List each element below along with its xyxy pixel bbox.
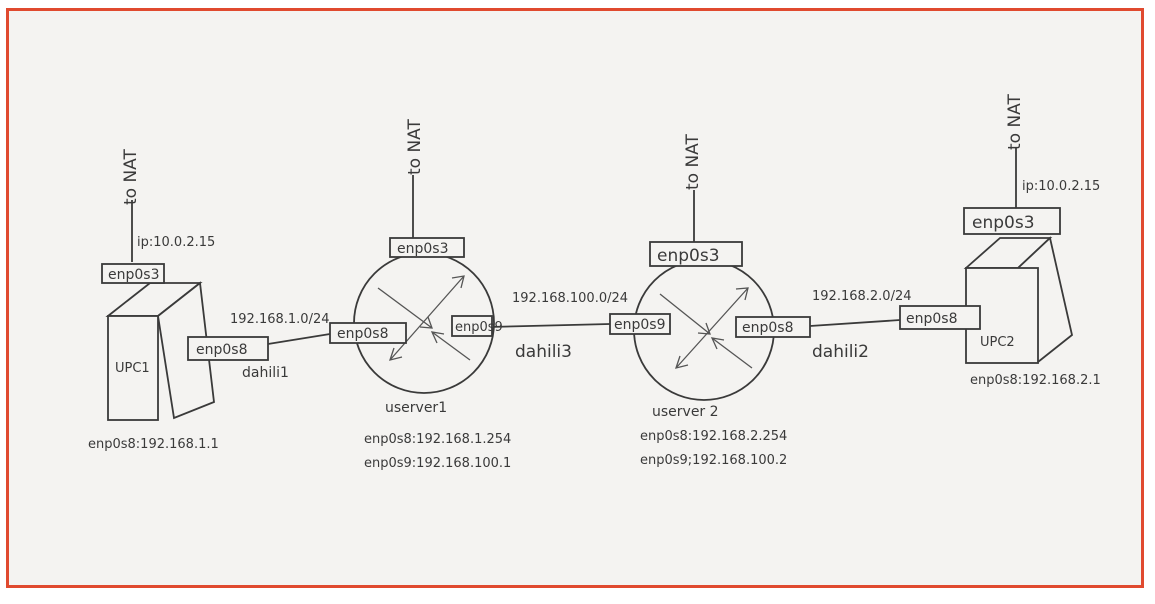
upc2-label: UPC2 <box>980 335 1015 350</box>
upc1-side-face <box>157 281 215 420</box>
userver1-enp0s9-port <box>451 315 493 337</box>
userver1-enp0s3-label: enp0s3 <box>397 241 448 257</box>
upc2-device: UPC2 enp0s3 enp0s8 <box>899 207 1074 364</box>
userver2-enp0s3-label: enp0s3 <box>657 246 720 266</box>
upc1-ip-label: ip:10.0.2.15 <box>137 235 215 250</box>
dahili3-label: dahili3 <box>515 342 572 362</box>
userver2-router: enp0s3 enp0s9 enp0s8 <box>609 241 811 401</box>
upc1-front-face <box>107 315 159 421</box>
userver2-arrowhead-in-se <box>710 337 725 350</box>
upc1-enp0s8-port <box>187 336 269 361</box>
upc2-enp0s8-label: enp0s8 <box>906 311 957 327</box>
dahili2-label: dahili2 <box>812 342 869 362</box>
upc2-enp0s8-port <box>899 305 981 330</box>
userver2-arrowhead-ne <box>735 287 749 301</box>
userver2-enp0s9-addr: enp0s9;192.168.100.2 <box>640 453 787 468</box>
userver2-arrowhead-sw <box>675 355 689 369</box>
userver1-enp0s3-port <box>389 237 465 258</box>
upc1-nat-label: to NAT <box>121 149 141 205</box>
userver1-enp0s8-port <box>329 322 407 344</box>
upc2-enp0s3-label: enp0s3 <box>972 213 1035 233</box>
upc2-enp0s3-port <box>963 207 1061 235</box>
userver1-enp0s9-addr: enp0s9:192.168.100.1 <box>364 456 511 471</box>
wires <box>131 148 1017 345</box>
userver2-arrow-ne <box>675 287 749 369</box>
userver2-nat-label: to NAT <box>683 134 703 190</box>
userver2-enp0s8-addr: enp0s8:192.168.2.254 <box>640 429 787 444</box>
userver2-enp0s8-port <box>735 316 811 338</box>
userver2-enp0s9-label: enp0s9 <box>614 317 665 333</box>
userver2-enp0s3-port <box>649 241 743 267</box>
userver1-arrowhead-in-se <box>430 331 445 344</box>
link-dahili3 <box>488 323 611 328</box>
userver1-arrow-in-se <box>431 331 471 361</box>
upc1-enp0s3-label: enp0s3 <box>108 267 159 283</box>
upc1-addr-label: enp0s8:192.168.1.1 <box>88 437 219 452</box>
userver1-arrow-in-nw <box>377 287 433 329</box>
userver1-nat-label: to NAT <box>405 119 425 175</box>
userver1-enp0s9-label: enp0s9 <box>455 320 503 335</box>
upc2-addr-label: enp0s8:192.168.2.1 <box>970 373 1101 388</box>
userver2-arrow-in-nw <box>659 293 711 335</box>
userver1-arrowhead-ne <box>451 275 465 289</box>
userver1-arrow-ne <box>389 275 465 361</box>
upc2-ip-label: ip:10.0.2.15 <box>1022 179 1100 194</box>
userver1-arrowhead-sw <box>389 347 403 361</box>
userver1-enp0s8-addr: enp0s8:192.168.1.254 <box>364 432 511 447</box>
userver2-enp0s8-label: enp0s8 <box>742 320 793 336</box>
upc1-device: UPC1 enp0s3 enp0s8 <box>101 263 269 421</box>
userver2-arrow-in-se <box>711 337 753 369</box>
userver1-enp0s8-label: enp0s8 <box>337 326 388 342</box>
upc2-nat-label: to NAT <box>1005 94 1025 150</box>
userver2-enp0s9-port <box>609 313 671 335</box>
userver1-router: enp0s3 enp0s8 enp0s9 <box>329 237 503 394</box>
upc1-enp0s3-port <box>101 263 165 284</box>
net1-label: 192.168.1.0/24 <box>230 312 330 327</box>
userver1-arrowhead-in-nw <box>419 316 433 329</box>
userver2-arrowhead-in-nw <box>697 322 711 335</box>
upc1-label: UPC1 <box>115 361 150 376</box>
net2-label: 192.168.2.0/24 <box>812 289 912 304</box>
upc1-enp0s8-label: enp0s8 <box>196 342 247 358</box>
userver1-name: userver1 <box>385 400 447 416</box>
dahili1-label: dahili1 <box>242 365 289 381</box>
userver2-name: userver 2 <box>652 404 719 420</box>
link-dahili2 <box>809 319 901 327</box>
net100-label: 192.168.100.0/24 <box>512 291 628 306</box>
link-dahili1 <box>267 333 331 345</box>
